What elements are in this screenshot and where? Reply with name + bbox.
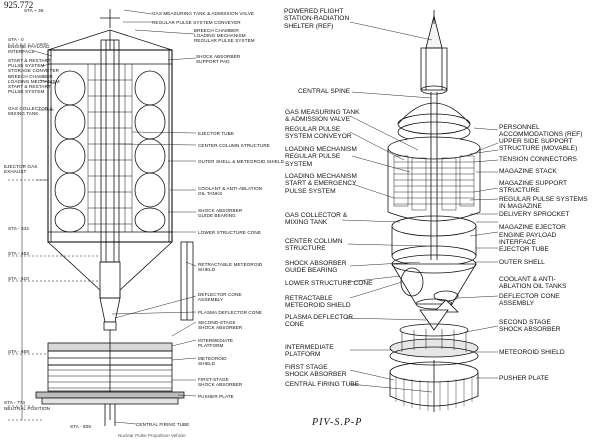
label-gas-tank: GAS MEASURING TANK & ADMISSION VALVE	[152, 11, 255, 16]
label-gas-collector-r: GAS COLLECTOR &MIXING TANK	[285, 212, 348, 227]
figure-caption: Nuclear Pulse Propulsion Vehicle	[118, 433, 186, 438]
label-plasma-cone: PLASMA DEFLECTOR CONE	[198, 310, 263, 315]
label-magazine-ejector: MAGAZINE EJECTOR	[499, 224, 566, 231]
label-sta-774: STA - 774	[4, 400, 25, 405]
label-ejector-tube-r: EJECTOR TUBE	[499, 246, 549, 253]
label-center-column: CENTER COLUMN STRUCTURE	[198, 143, 270, 148]
label-central-firing-r: CENTRAL FIRING TUBE	[285, 381, 360, 388]
label-delivery: DELIVERY SPROCKET	[499, 211, 570, 218]
left-tank-stack	[54, 70, 86, 233]
label-sta-510: STA - 510	[8, 276, 29, 281]
label-coolant-r: COOLANT & ANTI-ABLATION OIL TANKS	[499, 276, 567, 291]
page-number: 925.772	[4, 0, 34, 10]
label-sta-805: STA - 805	[70, 424, 91, 429]
label-sta-342: STA - 342	[8, 226, 29, 231]
label-central-firing: CENTRAL FIRING TUBE	[136, 422, 190, 427]
label-lower-cone-r: LOWER STRUCTURE CONE	[285, 280, 373, 287]
label-outer-shell-r: OUTER SHELL	[499, 259, 545, 266]
label-neutral: NEUTRAL POSITION	[4, 406, 51, 411]
right-tank-stack	[134, 70, 166, 233]
label-sta-0: STA - 0	[8, 37, 24, 42]
label-outer-shell: OUTER SHELL & METEOROID SHIELD	[198, 159, 285, 164]
label-sta-top: STA + 36	[24, 8, 44, 13]
label-gas-collector: GAS COLLECTOR &MIXING TANK	[8, 106, 53, 116]
label-regular-conveyor: REGULAR PULSE SYSTEM CONVEYER	[152, 20, 241, 25]
right-exploded-vehicle	[387, 10, 481, 412]
label-tension: TENSION CONNECTORS	[499, 156, 577, 163]
label-central-spine: CENTRAL SPINE	[298, 88, 351, 95]
label-magazine-stack: MAGAZINE STACK	[499, 168, 557, 175]
label-ejector-tube: EJECTOR TUBE	[198, 131, 235, 136]
label-pusher-plate-r: PUSHER PLATE	[499, 375, 549, 382]
left-cutaway-vehicle	[8, 9, 194, 426]
label-gas-tank-r: GAS MEASURING TANK& ADMISSION VALVE	[285, 109, 360, 124]
handwritten-stamp: PIV-S.P-P	[312, 417, 363, 428]
label-sta-659: STA - 659	[8, 349, 29, 354]
label-lower-cone: LOWER STRUCTURE CONE	[198, 230, 261, 235]
label-sta-452: STA - 452	[8, 251, 29, 256]
label-pusher-plate: PUSHER PLATE	[198, 394, 234, 399]
right-leader-lines	[341, 21, 499, 393]
left-leader-lines	[33, 9, 197, 425]
label-meteoroid-r: METEOROID SHIELD	[499, 349, 565, 356]
